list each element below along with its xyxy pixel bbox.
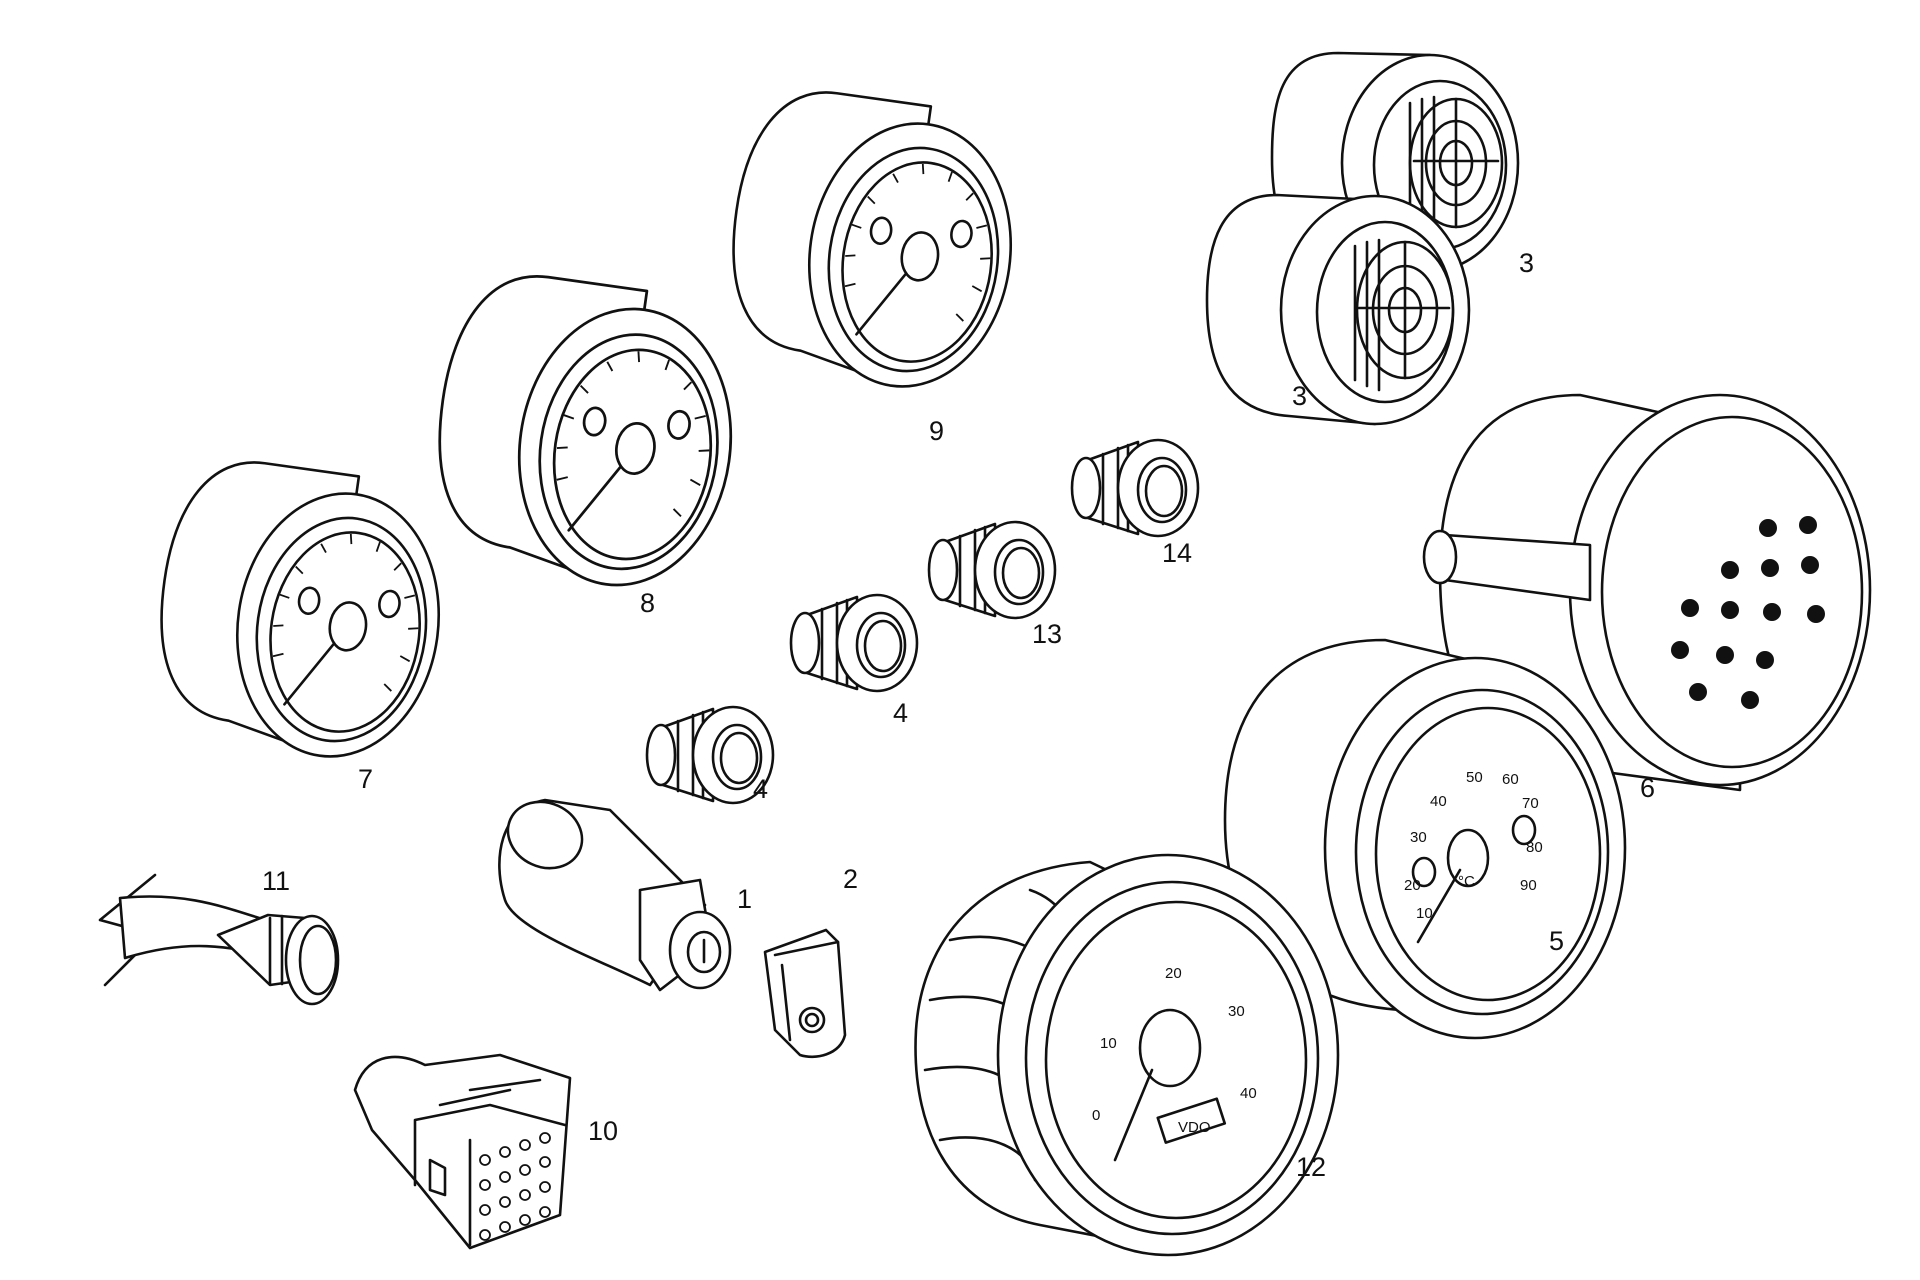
callout-8: 8 bbox=[640, 588, 655, 618]
gauge12-tick-0: 0 bbox=[1092, 1107, 1100, 1124]
gauge5-tick-90: 90 bbox=[1520, 877, 1537, 894]
speedometer-part-12: 0 10 20 30 40 VDO bbox=[914, 853, 1340, 1257]
callout-7: 7 bbox=[358, 764, 373, 794]
callout-2: 2 bbox=[843, 864, 858, 894]
gauge5-tick-70: 70 bbox=[1522, 795, 1539, 812]
gauge-part-7 bbox=[142, 450, 460, 771]
gauge5-tick-40: 40 bbox=[1430, 793, 1447, 810]
gauge5-unit: °C bbox=[1458, 873, 1475, 890]
warning-lamp-part-3b bbox=[1205, 193, 1471, 426]
grommet-part-14 bbox=[1070, 438, 1200, 538]
gauge12-brand: VDO bbox=[1178, 1119, 1211, 1136]
grommet-part-4a bbox=[789, 593, 919, 693]
gauge-part-9 bbox=[714, 80, 1032, 401]
grommet-part-13 bbox=[927, 520, 1057, 620]
callout-4b: 4 bbox=[753, 774, 768, 804]
gauge12-tick-40: 40 bbox=[1240, 1085, 1257, 1102]
gauge5-tick-30: 30 bbox=[1410, 829, 1427, 846]
callout-12: 12 bbox=[1296, 1152, 1326, 1182]
gauge12-tick-10: 10 bbox=[1100, 1035, 1117, 1052]
callout-9: 9 bbox=[929, 416, 944, 446]
gauge12-tick-20: 20 bbox=[1165, 965, 1182, 982]
callout-10: 10 bbox=[588, 1116, 618, 1146]
connector-pins-6 bbox=[1671, 516, 1825, 709]
gauge5-tick-50: 50 bbox=[1466, 769, 1483, 786]
callout-5: 5 bbox=[1549, 926, 1564, 956]
gauge12-tick-30: 30 bbox=[1228, 1003, 1245, 1020]
callout-4a: 4 bbox=[893, 698, 908, 728]
gauge5-tick-60: 60 bbox=[1502, 771, 1519, 788]
callout-14: 14 bbox=[1162, 538, 1192, 568]
cable-part-11 bbox=[98, 873, 340, 1006]
connector-holes-10 bbox=[479, 1132, 551, 1241]
callout-3b: 3 bbox=[1292, 381, 1307, 411]
gauge5-tick-20: 20 bbox=[1404, 877, 1421, 894]
connector-part-10 bbox=[353, 1053, 572, 1250]
gauge5-tick-10: 10 bbox=[1416, 905, 1433, 922]
clip-part-2 bbox=[763, 928, 847, 1059]
callout-6: 6 bbox=[1640, 773, 1655, 803]
gauge5-tick-80: 80 bbox=[1526, 839, 1543, 856]
callout-11: 11 bbox=[262, 866, 290, 896]
gauge-part-8 bbox=[419, 263, 753, 601]
sender-part-1 bbox=[498, 798, 732, 992]
callout-13: 13 bbox=[1032, 619, 1062, 649]
callout-3a: 3 bbox=[1519, 248, 1534, 278]
callout-1: 1 bbox=[737, 884, 752, 914]
